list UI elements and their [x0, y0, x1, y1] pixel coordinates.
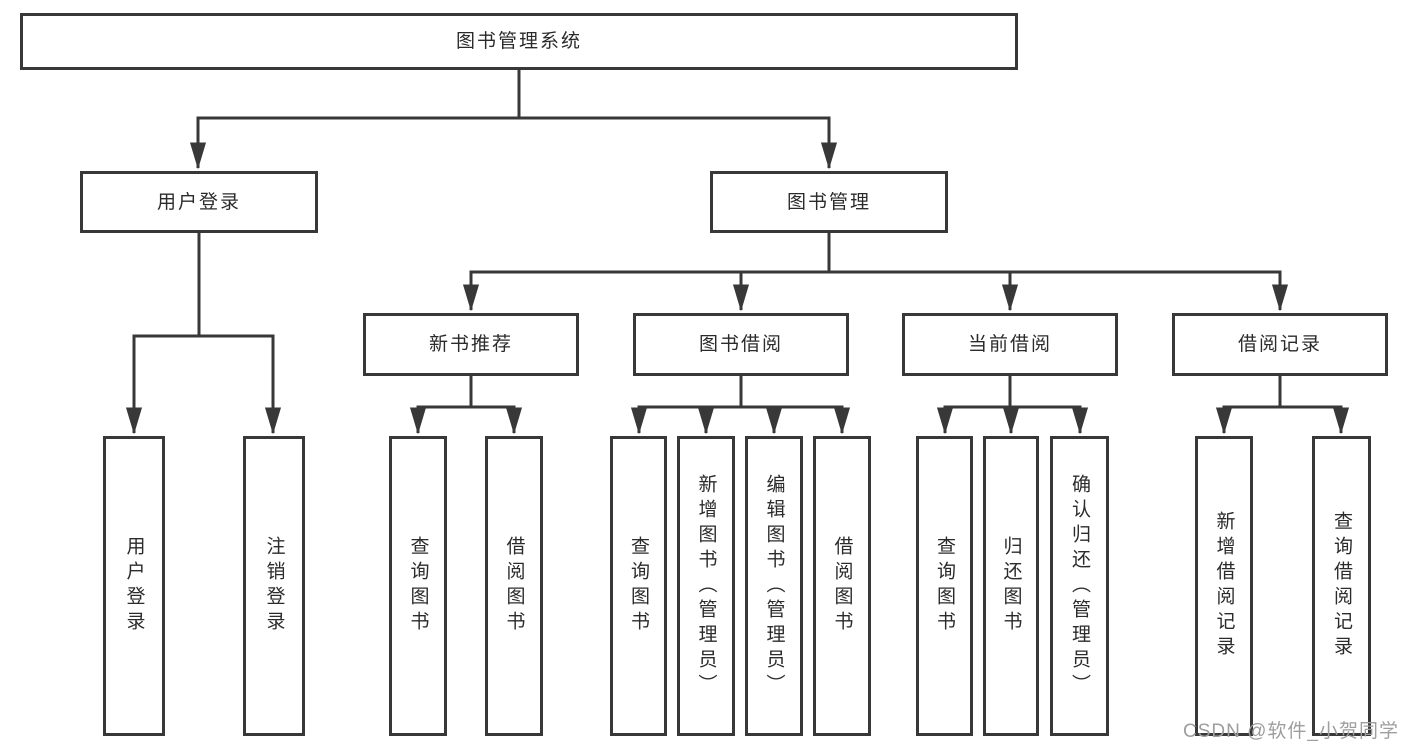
leaf-recommend-borrow-books-label: 借阅图书: [503, 536, 525, 636]
leaf-records-query-record-label: 查询借阅记录: [1331, 511, 1352, 661]
node-current-borrowing: 当前借阅: [902, 313, 1118, 376]
node-book-management: 图书管理: [710, 171, 948, 233]
leaf-borrowing-add-books-admin-label: 新增图书（管理员）: [695, 473, 717, 699]
leaf-borrowing-edit-books-admin: 编辑图书（管理员）: [745, 436, 803, 736]
node-root-system: 图书管理系统: [20, 13, 1018, 70]
leaf-records-query-record: 查询借阅记录: [1312, 436, 1371, 736]
leaf-user-login: 用户登录: [103, 436, 165, 736]
leaf-recommend-query-books: 查询图书: [389, 436, 447, 736]
leaf-user-login-label: 用户登录: [123, 536, 145, 636]
leaf-records-add-record: 新增借阅记录: [1195, 436, 1253, 736]
leaf-current-confirm-return-admin: 确认归还（管理员）: [1050, 436, 1109, 736]
node-borrowing-records: 借阅记录: [1172, 313, 1388, 376]
leaf-recommend-borrow-books: 借阅图书: [485, 436, 543, 736]
leaf-borrowing-query-books-label: 查询图书: [628, 536, 649, 636]
leaf-current-query-books: 查询图书: [916, 436, 973, 736]
leaf-borrowing-borrow-books: 借阅图书: [813, 436, 871, 736]
leaf-current-return-books-label: 归还图书: [1000, 536, 1022, 636]
leaf-borrowing-add-books-admin: 新增图书（管理员）: [677, 436, 735, 736]
leaf-current-return-books: 归还图书: [983, 436, 1039, 736]
leaf-borrowing-query-books: 查询图书: [610, 436, 667, 736]
leaf-recommend-query-books-label: 查询图书: [407, 536, 429, 636]
leaf-logout: 注销登录: [243, 436, 305, 736]
leaf-current-query-books-label: 查询图书: [934, 536, 955, 636]
node-user-login: 用户登录: [80, 171, 318, 233]
csdn-watermark: CSDN @软件_小贺同学: [1183, 721, 1399, 742]
node-new-book-recommend: 新书推荐: [363, 313, 579, 376]
node-book-borrowing: 图书借阅: [633, 313, 849, 376]
leaf-borrowing-edit-books-admin-label: 编辑图书（管理员）: [763, 473, 785, 699]
leaf-current-confirm-return-admin-label: 确认归还（管理员）: [1069, 473, 1090, 699]
leaf-borrowing-borrow-books-label: 借阅图书: [831, 536, 853, 636]
leaf-records-add-record-label: 新增借阅记录: [1213, 511, 1235, 661]
leaf-logout-label: 注销登录: [263, 536, 285, 636]
